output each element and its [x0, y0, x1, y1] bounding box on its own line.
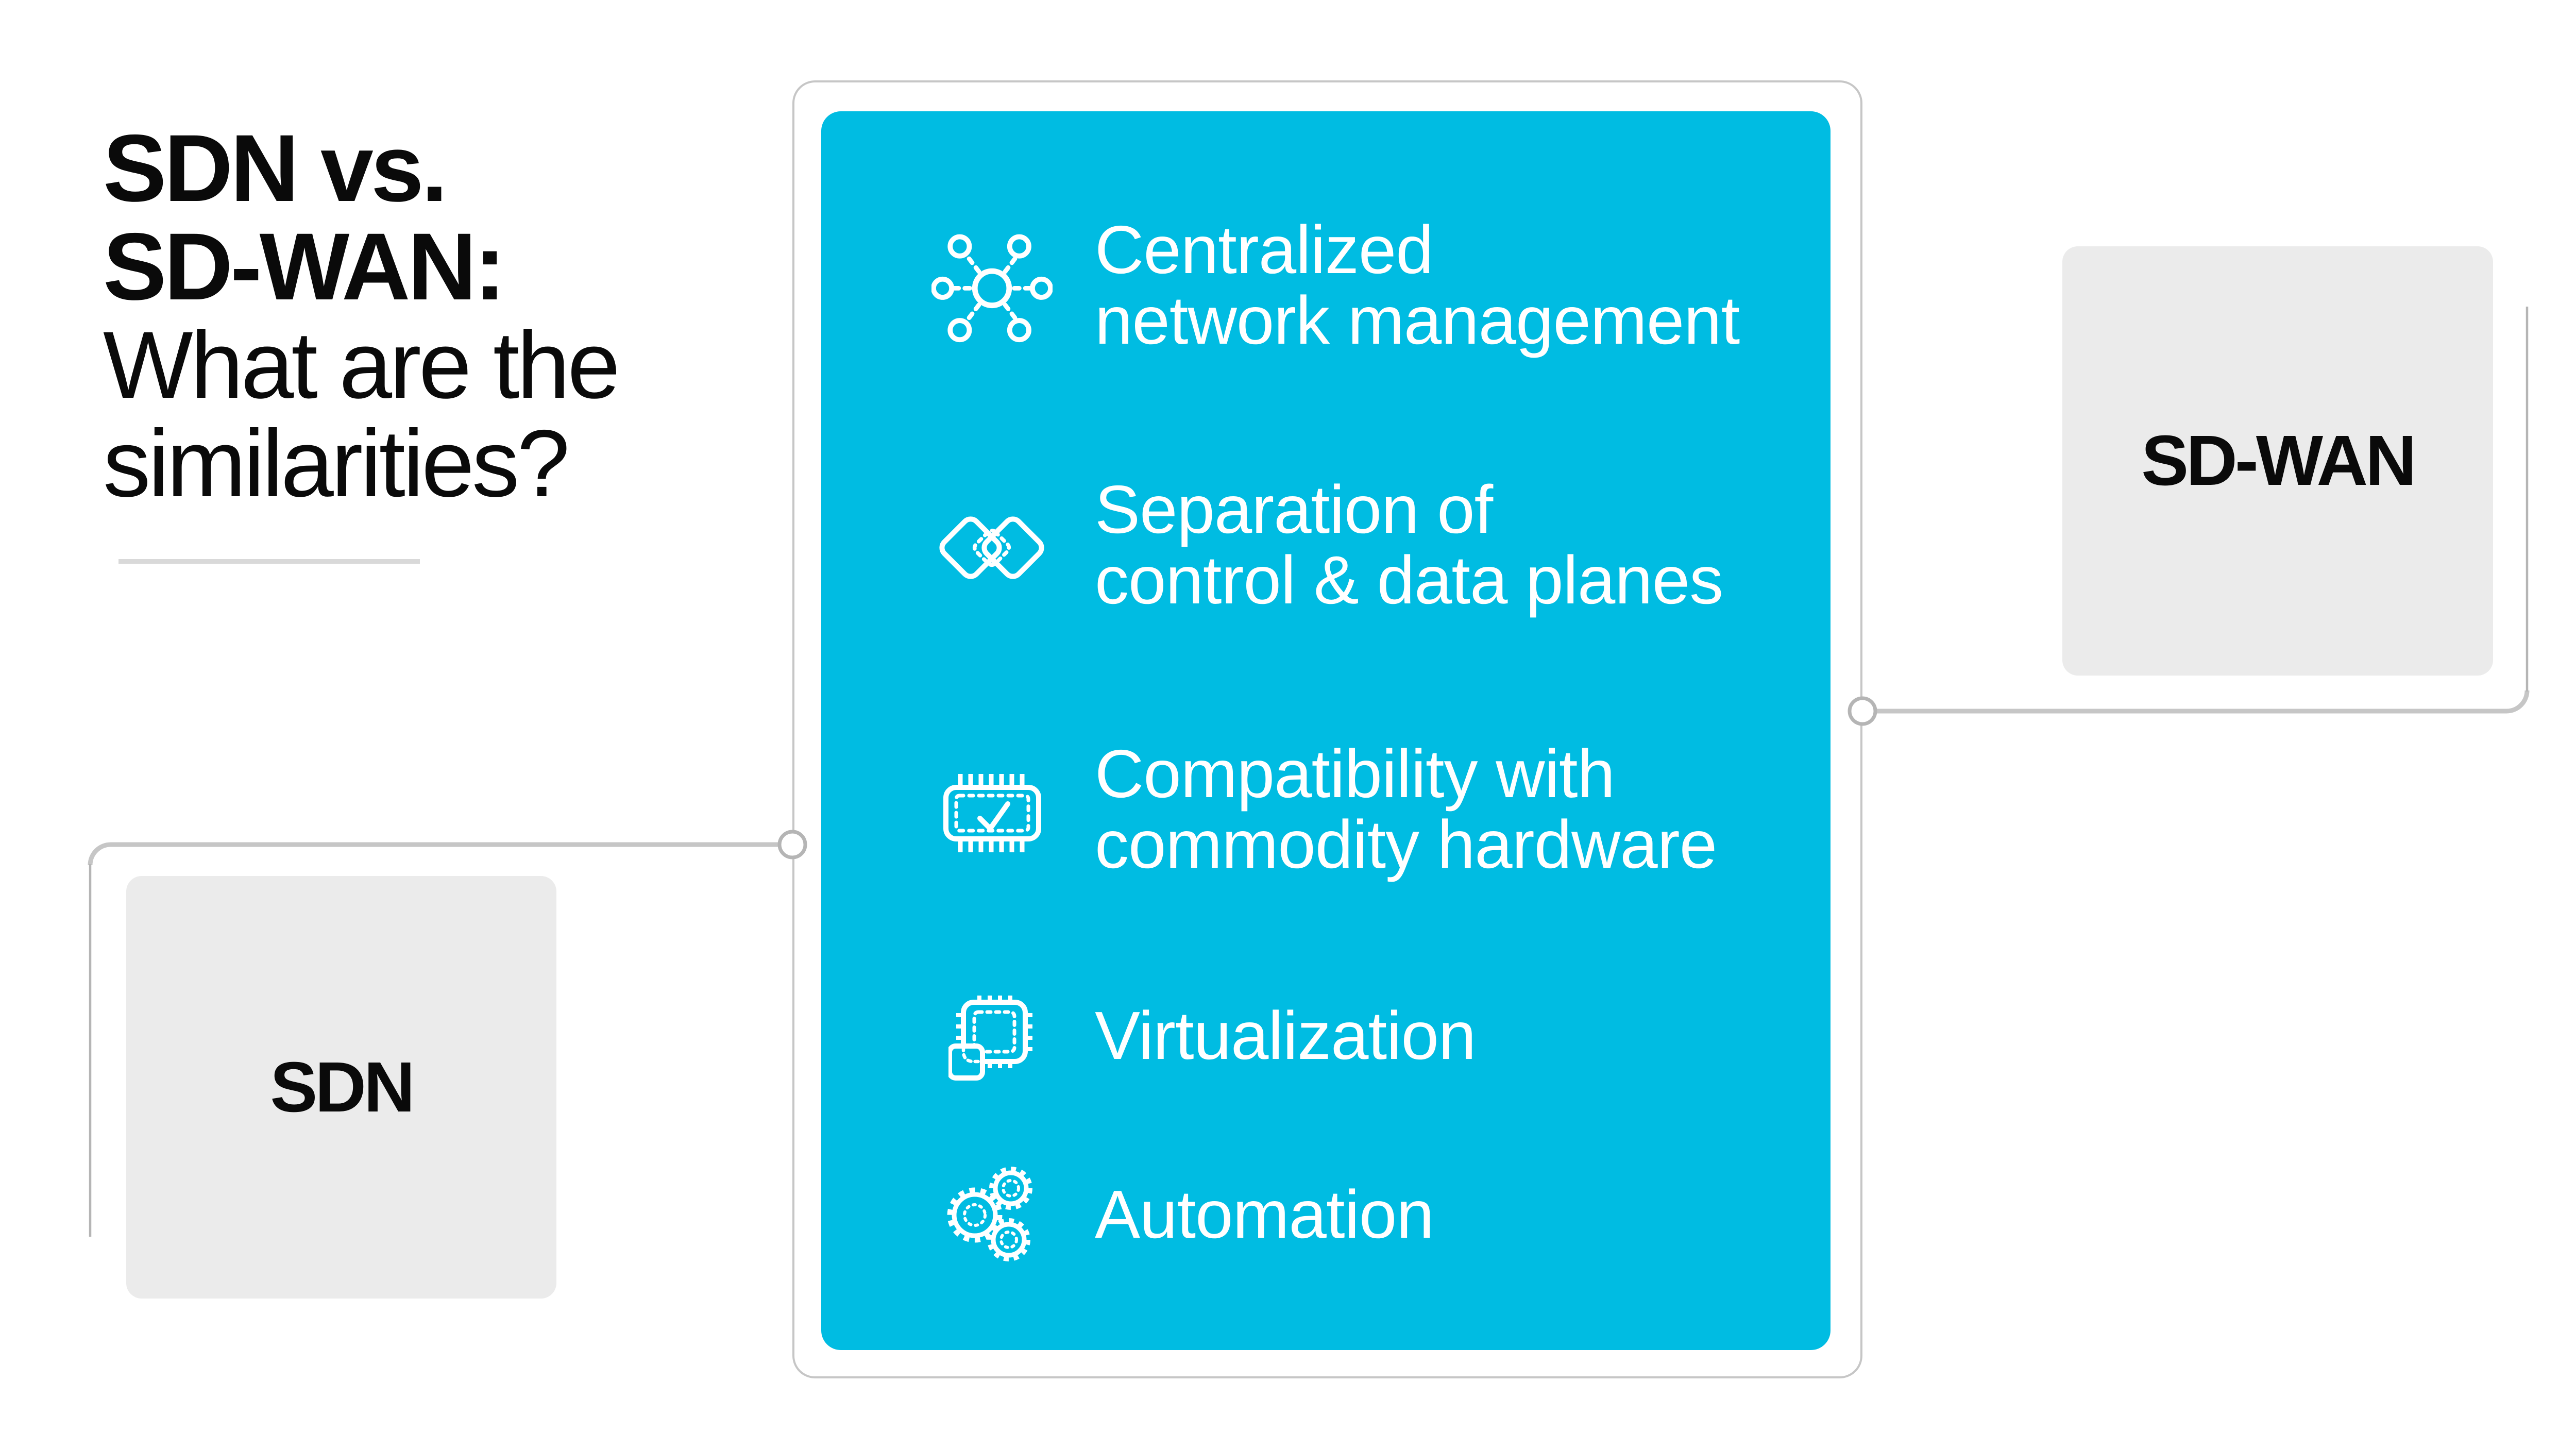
sdn-label: SDN [270, 1047, 415, 1127]
chip-check-icon [943, 774, 1041, 852]
similarity-item-text: Compatibility with commodity hardware [1095, 738, 1717, 880]
similarity-line: Centralized [1095, 212, 1434, 288]
similarity-line: commodity hardware [1095, 806, 1717, 882]
similarity-line: Compatibility with [1095, 736, 1615, 812]
title-line-2: SD-WAN: [103, 214, 506, 320]
hub-network-icon [931, 234, 1053, 343]
sdn-connector-line [88, 842, 779, 866]
overlapping-planes-icon [939, 516, 1044, 579]
chip-virtualization-icon [948, 996, 1032, 1081]
similarity-item-text: Automation [1095, 1179, 1434, 1250]
similarities-card [821, 111, 1831, 1350]
gears-icon [947, 1167, 1032, 1261]
similarity-line: control & data planes [1095, 542, 1723, 618]
title-line-1: SDN vs. [103, 115, 448, 222]
similarity-item-text: Virtualization [1095, 1000, 1476, 1071]
sdwan-label: SD-WAN [2141, 421, 2417, 500]
page-title: SDN vs. SD-WAN: What are the similaritie… [103, 115, 620, 517]
title-line-4: similarities? [103, 411, 570, 517]
similarity-line: Separation of [1095, 471, 1493, 547]
sdn-box: SDN [126, 876, 556, 1299]
sdwan-connector-line [1874, 690, 2530, 714]
similarity-item-text: Centralized network management [1095, 212, 1740, 358]
title-underline-rule [118, 559, 420, 564]
similarity-line: Automation [1095, 1176, 1434, 1252]
similarity-item-text: Separation of control & data planes [1095, 474, 1723, 615]
similarity-line: network management [1095, 282, 1740, 358]
similarity-line: Virtualization [1095, 998, 1476, 1073]
title-line-3: What are the [103, 312, 620, 418]
sdwan-box: SD-WAN [2062, 246, 2493, 676]
